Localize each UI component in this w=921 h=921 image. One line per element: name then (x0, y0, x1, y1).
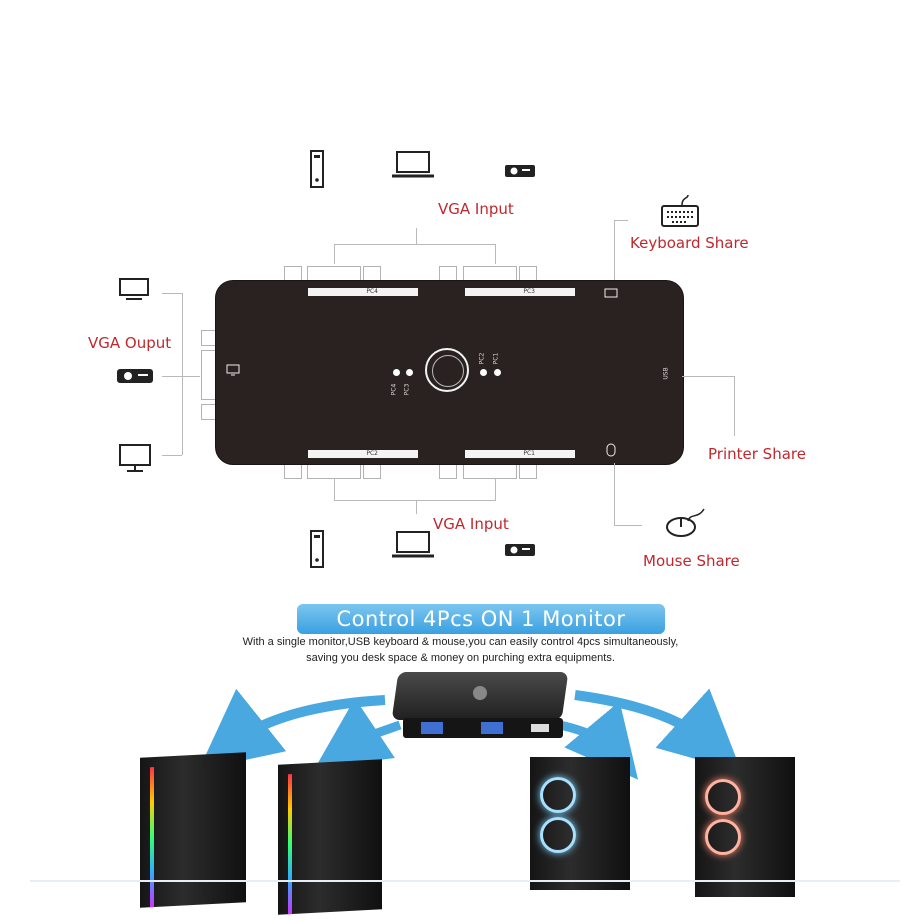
kvm-switch-photo (385, 672, 571, 738)
led-pc1 (494, 369, 501, 376)
mouse-icon (666, 508, 705, 537)
led-label-pc1: PC1 (492, 352, 500, 365)
keyboard-icon (661, 194, 699, 227)
pc-tower-4 (695, 757, 795, 897)
projector-icon (505, 544, 535, 556)
selector-button[interactable] (425, 348, 469, 392)
vga-output-label: VGA Ouput (88, 334, 172, 352)
printer-share-label: Printer Share (708, 445, 806, 463)
vga-port-pc1: PC1 (465, 450, 575, 458)
mouse-share-label: Mouse Share (643, 552, 740, 570)
usb-label: USB (662, 367, 670, 380)
vga-port-pc3: PC3 (465, 288, 575, 296)
floor-line (30, 880, 900, 882)
monitor-port-icon (226, 364, 240, 376)
monitor-icon (119, 444, 151, 472)
led-label-pc3: PC3 (403, 383, 411, 396)
keyboard-port-icon (604, 288, 618, 298)
projector-icon (117, 369, 153, 383)
projector-icon (505, 165, 535, 177)
led-label-pc2: PC2 (478, 352, 486, 365)
vga-input-top-label: VGA Input (438, 200, 514, 218)
pc-tower-2 (278, 759, 382, 915)
laptop-icon (392, 531, 434, 558)
vga-port-pc2: PC2 (308, 450, 418, 458)
arrows-illustration (198, 688, 742, 780)
tower-pc-icon (310, 150, 324, 188)
monitor-icon (119, 278, 149, 300)
tower-pc-icon (310, 530, 324, 568)
led-label-pc4: PC4 (390, 383, 398, 396)
pc-tower-1 (140, 752, 246, 908)
led-pc4 (393, 369, 400, 376)
laptop-icon (392, 151, 434, 178)
led-pc3 (406, 369, 413, 376)
promo-banner: Control 4Pcs ON 1 Monitor (297, 604, 665, 634)
mouse-port-icon (606, 443, 616, 457)
pc-tower-3 (530, 757, 630, 890)
kvm-switch-box (215, 280, 684, 465)
vga-input-bottom-label: VGA Input (433, 515, 509, 533)
vga-port-pc4: PC4 (308, 288, 418, 296)
keyboard-share-label: Keyboard Share (630, 234, 749, 252)
promo-line-2: saving you desk space & money on purchin… (306, 652, 615, 664)
promo-line-1: With a single monitor,USB keyboard & mou… (242, 636, 679, 648)
led-pc2 (480, 369, 487, 376)
